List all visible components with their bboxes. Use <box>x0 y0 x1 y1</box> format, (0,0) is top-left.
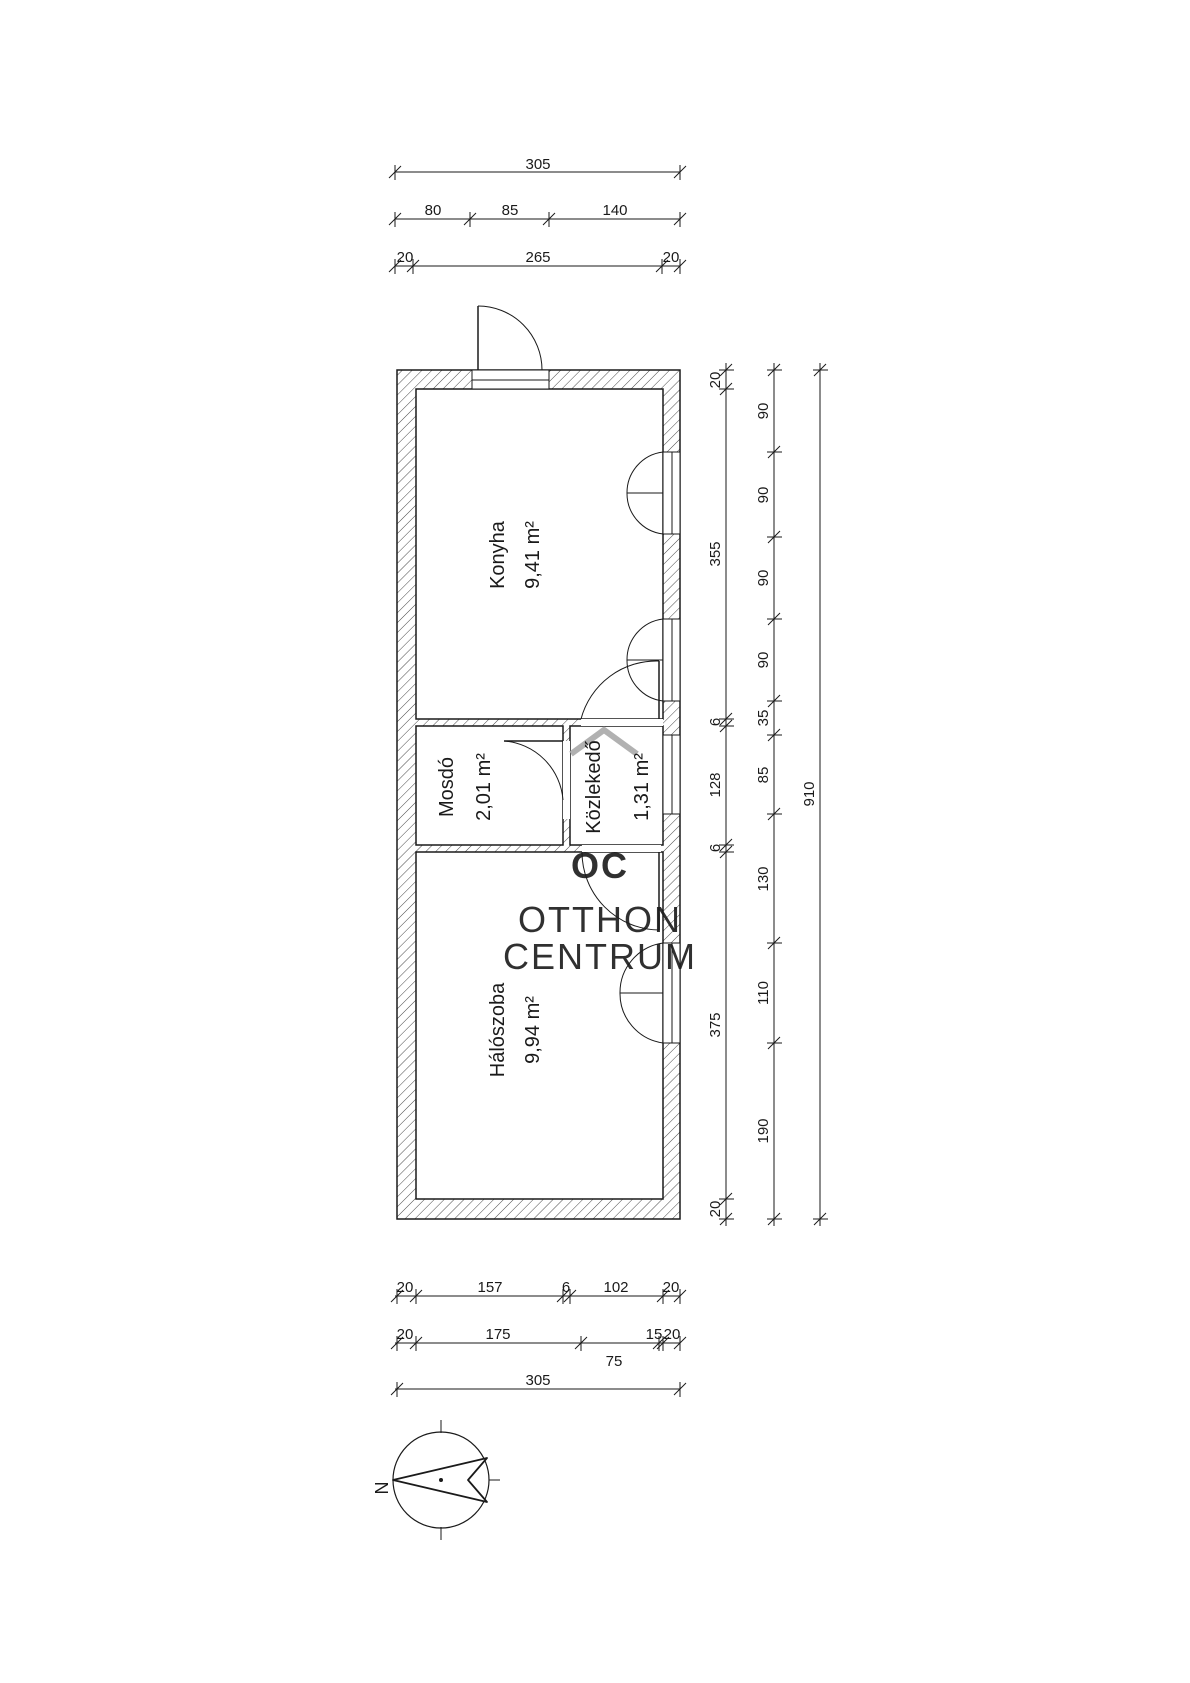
dim-right-wall: 6 <box>707 844 724 852</box>
dim-top-wall: 20 <box>663 249 680 266</box>
dim-right-total: 910 <box>801 781 818 806</box>
right-dimensions: 20 355 6 128 6 375 20 90 90 90 90 35 85 … <box>707 363 828 1226</box>
room-name: Mosdó <box>436 757 458 817</box>
dim-right-segment: 128 <box>707 772 724 797</box>
window-haloszoba <box>619 942 681 1044</box>
dim-bottom-segment: 175 <box>485 1326 510 1343</box>
dim-top-wall: 20 <box>397 249 414 266</box>
room-name: Hálószoba <box>487 982 509 1077</box>
dim-right-segment: 90 <box>755 487 772 504</box>
dim-bottom-wall: 20 <box>397 1279 414 1296</box>
dim-bottom-wall: 6 <box>562 1279 570 1296</box>
bottom-dimensions: 20 157 6 102 20 20 175 75 15 20 305 <box>390 1279 687 1397</box>
window-kozlekedo <box>662 734 681 815</box>
dim-right-segment: 190 <box>755 1118 772 1143</box>
dim-right-wall: 20 <box>707 1201 724 1218</box>
dim-right-segment: 130 <box>755 866 772 891</box>
dim-right-segment: 35 <box>755 710 772 727</box>
otthon-centrum-watermark: OC OTTHON CENTRUM <box>503 726 697 977</box>
dim-right-segment: 90 <box>755 403 772 420</box>
dim-bottom-wall: 20 <box>397 1326 414 1343</box>
dim-top-segment: 80 <box>425 202 442 219</box>
dim-bottom-segment: 157 <box>477 1279 502 1296</box>
entrance-door <box>471 305 550 390</box>
dim-top-segment: 265 <box>525 249 550 266</box>
dim-right-segment: 90 <box>755 652 772 669</box>
house-roof-icon <box>569 726 639 757</box>
room-name: Konyha <box>487 520 509 589</box>
dim-right-segment: 90 <box>755 570 772 587</box>
room-area: 1,31 m² <box>631 753 653 821</box>
dim-bottom-segment: 102 <box>603 1279 628 1296</box>
room-kozlekedo: Közlekedő 1,31 m² <box>583 740 653 833</box>
dim-right-segment: 85 <box>755 767 772 784</box>
north-arrow-icon: N <box>372 1420 500 1540</box>
dim-right-wall: 6 <box>707 718 724 726</box>
window-konyha-2 <box>626 618 681 702</box>
window-konyha-1 <box>626 451 681 535</box>
dim-top-segment: 85 <box>502 202 519 219</box>
door-konyha <box>580 660 663 726</box>
room-area: 9,41 m² <box>522 521 544 589</box>
dim-bottom-segment: 75 <box>606 1353 623 1370</box>
watermark-logo: OC <box>571 845 629 886</box>
dim-right-segment: 375 <box>707 1012 724 1037</box>
room-area: 9,94 m² <box>522 996 544 1064</box>
room-name: Közlekedő <box>583 740 605 833</box>
dim-bottom-total: 305 <box>525 1372 550 1389</box>
watermark-line2: CENTRUM <box>503 936 697 977</box>
dim-right-segment: 110 <box>755 981 772 1005</box>
room-mosdo: Mosdó 2,01 m² <box>436 753 495 821</box>
dim-bottom-segment: 15 <box>646 1326 663 1343</box>
dim-top-total: 305 <box>525 156 550 173</box>
door-haloszoba <box>581 845 661 931</box>
room-konyha: Konyha 9,41 m² <box>487 520 544 589</box>
door-mosdo <box>503 740 570 819</box>
watermark-line1: OTTHON <box>518 899 682 940</box>
dim-right-wall: 20 <box>707 372 724 389</box>
dim-top-segment: 140 <box>602 202 627 219</box>
dim-bottom-wall: 20 <box>664 1326 681 1343</box>
compass-north-label: N <box>372 1482 392 1495</box>
top-dimensions: 305 80 85 140 20 265 20 <box>388 156 687 274</box>
room-haloszoba: Hálószoba 9,94 m² <box>487 982 544 1077</box>
room-area: 2,01 m² <box>473 753 495 821</box>
dim-bottom-wall: 20 <box>663 1279 680 1296</box>
dim-right-segment: 355 <box>707 541 724 566</box>
